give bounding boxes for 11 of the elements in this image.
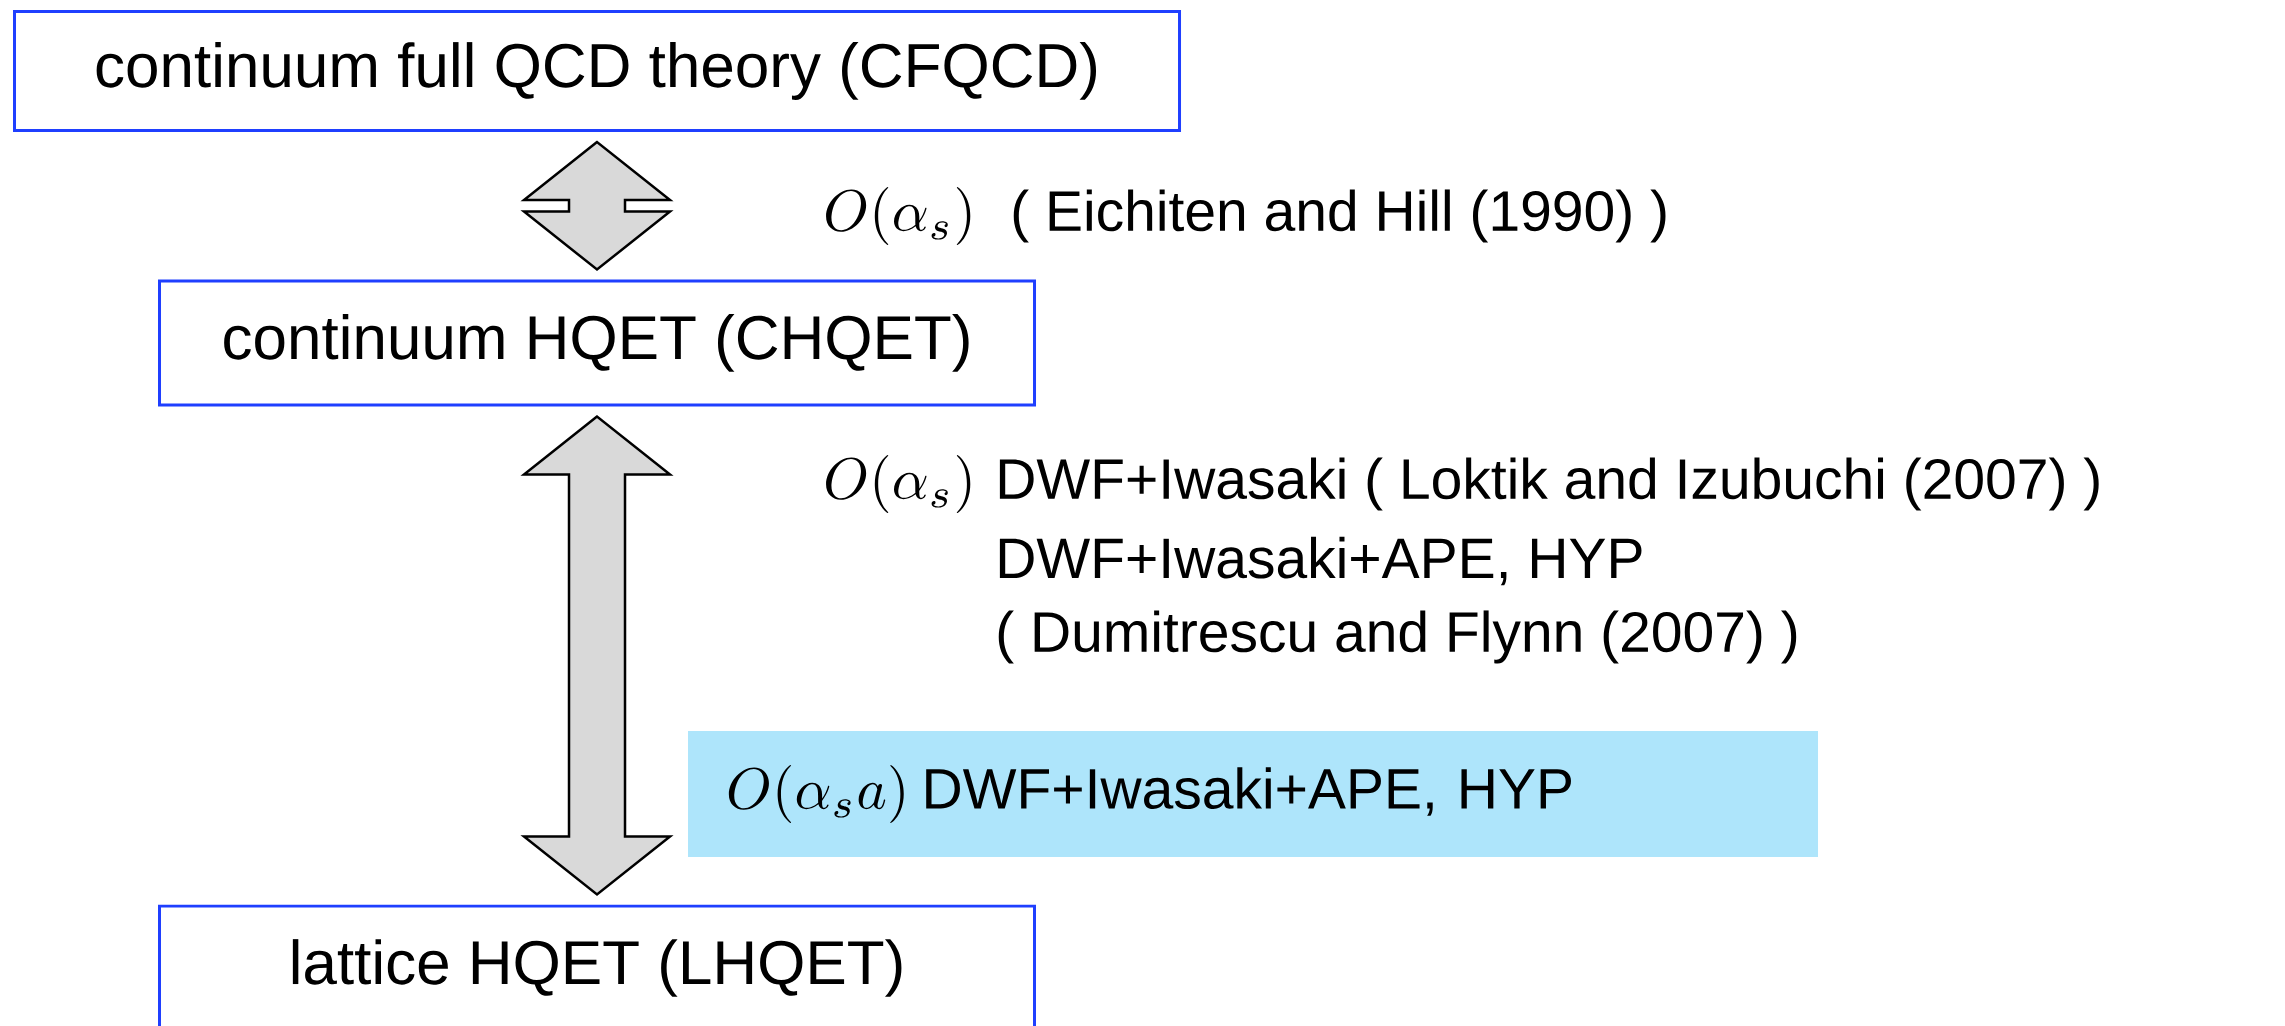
reference-note: DWF+Iwasaki+APE, HYP <box>999 536 1642 586</box>
order-label: $O(\alpha_s)$ <box>826 455 971 513</box>
highlight-band: $O(\alpha_s a)$ DWF+Iwasaki+APE, HYP <box>688 731 1818 857</box>
term-box: continuum full QCD theory (CFQCD) <box>13 10 1181 132</box>
term-box: continuum HQET (CHQET) <box>158 279 1036 407</box>
term-box: lattice HQET (LHQET) <box>158 904 1036 1026</box>
double-arrow <box>520 140 674 272</box>
reference-note: ( Dumitrescu and Flynn (2007) ) <box>998 610 1797 664</box>
reference-note: ( Eichiten and Hill (1990) ) <box>1013 189 1666 243</box>
order-label: $O(\alpha_s)$ <box>826 187 971 245</box>
reference-note: DWF+Iwasaki ( Loktik and Izubuchi (2007) ) <box>999 457 2099 511</box>
